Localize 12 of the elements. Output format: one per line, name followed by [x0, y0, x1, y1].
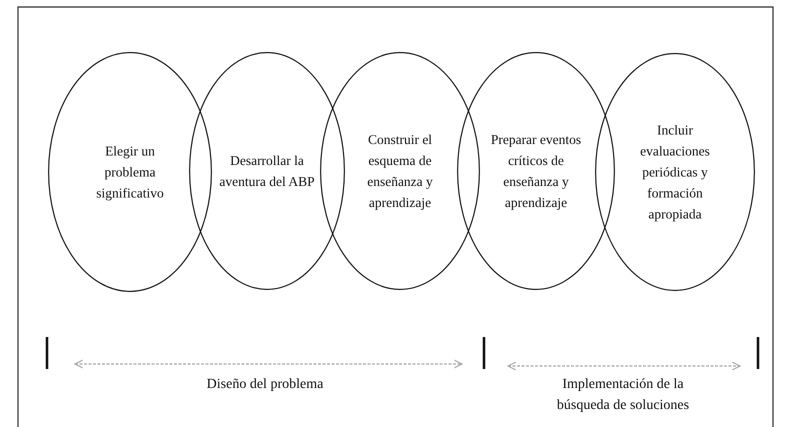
node-label: Elegir un problema significativo — [95, 142, 165, 202]
node-label: Construir el esquema de enseñanza y aprendizaje — [366, 131, 434, 212]
ellipse-node — [320, 52, 480, 290]
ellipse-node — [457, 52, 615, 290]
phase-label: Diseño del problema — [206, 376, 324, 394]
node-label: Incluir evaluaciones periódicas y formación apropiada — [639, 122, 711, 224]
phase-label: Implementación de la búsqueda de soluciones — [556, 376, 690, 415]
ellipse-node — [189, 52, 345, 290]
node-label: Preparar eventos críticos de enseñanza y aprendizaje — [490, 131, 582, 212]
node-label: Desarrollar la aventura del ABP — [218, 152, 316, 191]
ellipse-node — [48, 52, 212, 292]
ellipse-node — [595, 53, 755, 291]
